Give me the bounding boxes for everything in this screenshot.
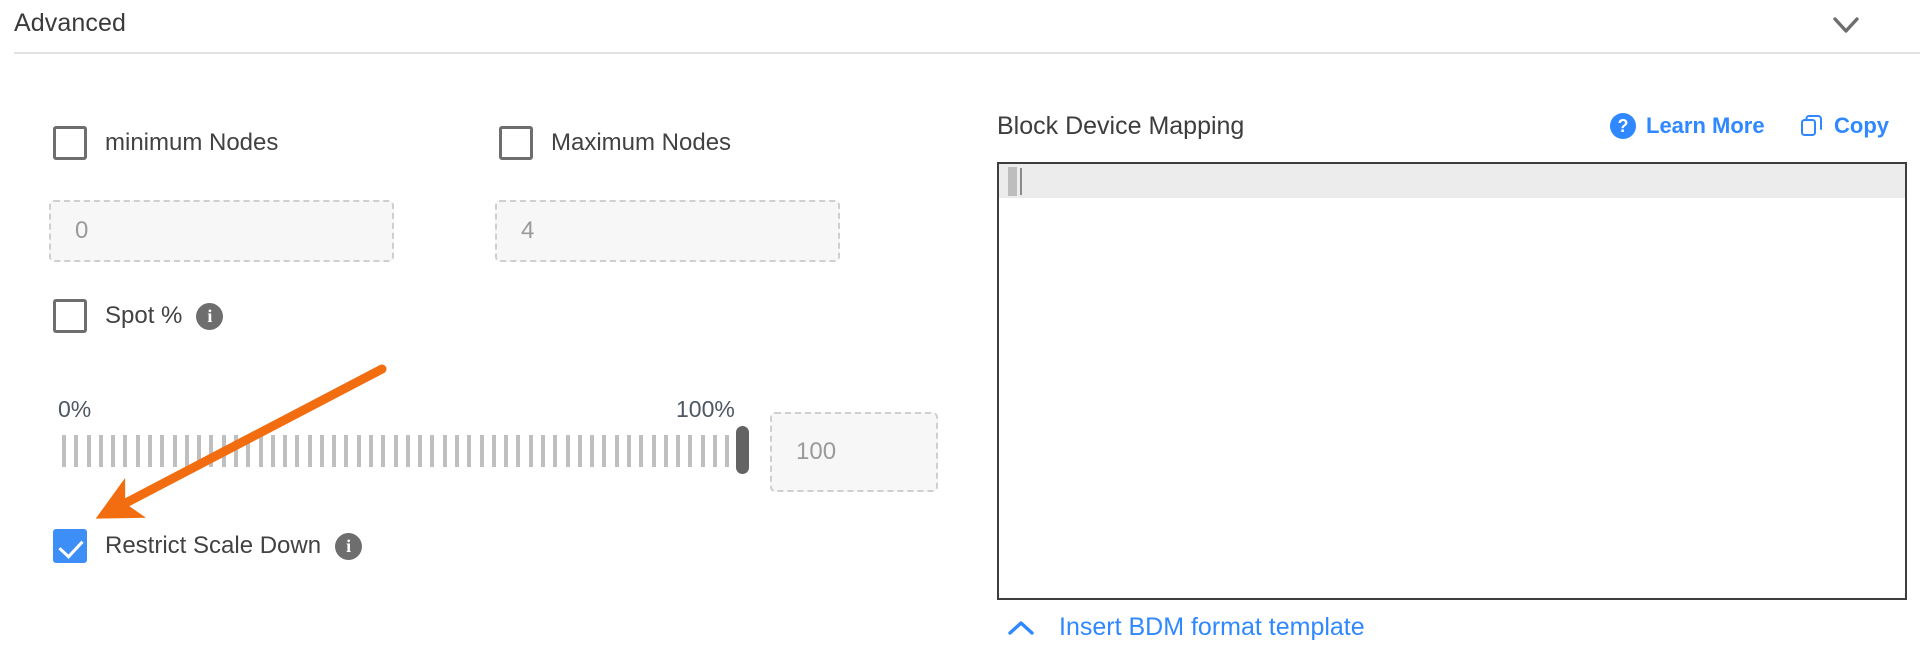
slider-tick bbox=[233, 435, 238, 467]
slider-tick bbox=[491, 435, 496, 467]
slider-tick bbox=[381, 435, 386, 467]
editor-caret bbox=[1020, 168, 1022, 195]
spot-percent-checkbox[interactable] bbox=[53, 299, 87, 333]
slider-tick bbox=[258, 435, 263, 467]
slider-tick bbox=[565, 435, 570, 467]
slider-tick bbox=[197, 435, 202, 467]
editor-active-line bbox=[999, 164, 1905, 198]
slider-tick bbox=[688, 435, 693, 467]
slider-tick bbox=[184, 435, 189, 467]
slider-tick bbox=[725, 435, 730, 467]
info-icon[interactable]: i bbox=[335, 532, 363, 560]
slider-tick bbox=[319, 435, 324, 467]
slider-tick bbox=[602, 435, 607, 467]
restrict-scale-down-row: Restrict Scale Down i bbox=[53, 529, 363, 563]
slider-tick bbox=[344, 435, 349, 467]
slider-tick bbox=[712, 435, 717, 467]
slider-tick bbox=[111, 435, 116, 467]
chevron-down-icon[interactable] bbox=[1828, 10, 1864, 40]
slider-tick bbox=[246, 435, 251, 467]
slider-tick bbox=[221, 435, 226, 467]
slider-max-label: 100% bbox=[676, 396, 735, 422]
slider-tick bbox=[270, 435, 275, 467]
slider-tick bbox=[393, 435, 398, 467]
slider-tick bbox=[369, 435, 374, 467]
header-divider bbox=[14, 52, 1920, 54]
learn-more-link[interactable]: ? Learn More bbox=[1610, 113, 1765, 139]
slider-tick bbox=[74, 435, 79, 467]
slider-tick bbox=[540, 435, 545, 467]
slider-tick bbox=[504, 435, 509, 467]
copy-button[interactable]: Copy bbox=[1800, 113, 1889, 139]
slider-tick bbox=[430, 435, 435, 467]
page-title: Advanced bbox=[14, 9, 126, 37]
slider-tick bbox=[135, 435, 140, 467]
minimum-nodes-input[interactable]: 0 bbox=[49, 200, 394, 262]
question-circle-icon: ? bbox=[1610, 113, 1636, 139]
slider-tick bbox=[332, 435, 337, 467]
slider-tick bbox=[123, 435, 128, 467]
slider-tick bbox=[676, 435, 681, 467]
slider-tick bbox=[98, 435, 103, 467]
slider-tick bbox=[590, 435, 595, 467]
minimum-nodes-row: minimum Nodes bbox=[53, 126, 278, 160]
slider-tick bbox=[528, 435, 533, 467]
slider-min-label: 0% bbox=[58, 396, 92, 422]
slider-tick bbox=[700, 435, 705, 467]
slider-tick bbox=[283, 435, 288, 467]
slider-tick bbox=[467, 435, 472, 467]
slider-tick bbox=[455, 435, 459, 467]
slider-thumb[interactable] bbox=[736, 426, 749, 474]
info-icon[interactable]: i bbox=[196, 302, 224, 330]
slider-tick bbox=[86, 435, 91, 467]
slider-tick bbox=[172, 435, 177, 467]
slider-tick bbox=[147, 435, 152, 467]
insert-bdm-template-link[interactable]: Insert BDM format template bbox=[1005, 613, 1365, 642]
block-device-mapping-title: Block Device Mapping bbox=[997, 112, 1245, 140]
slider-tick bbox=[639, 435, 644, 467]
restrict-scale-down-checkbox[interactable] bbox=[53, 529, 87, 563]
chevron-up-icon bbox=[1008, 620, 1034, 635]
maximum-nodes-row: Maximum Nodes bbox=[499, 126, 731, 160]
spot-percent-label: Spot % bbox=[105, 302, 183, 329]
slider-tick bbox=[418, 435, 423, 467]
slider-tick bbox=[160, 435, 165, 467]
slider-tick bbox=[62, 435, 66, 467]
section-header: Advanced bbox=[0, 0, 1920, 54]
editor-gutter-marker bbox=[1008, 167, 1017, 196]
slider-tick bbox=[663, 435, 668, 467]
maximum-nodes-checkbox[interactable] bbox=[499, 126, 533, 160]
slider-tick bbox=[295, 435, 300, 467]
learn-more-label: Learn More bbox=[1646, 113, 1765, 138]
slider-track[interactable] bbox=[62, 434, 742, 468]
slider-tick bbox=[442, 435, 447, 467]
copy-label: Copy bbox=[1834, 113, 1889, 138]
slider-tick bbox=[307, 435, 312, 467]
slider-tick bbox=[651, 435, 656, 467]
slider-tick bbox=[209, 435, 214, 467]
minimum-nodes-checkbox[interactable] bbox=[53, 126, 87, 160]
spot-percent-value-input[interactable]: 100 bbox=[770, 412, 938, 492]
spot-percent-row: Spot % i bbox=[53, 299, 224, 333]
slider-tick bbox=[614, 435, 619, 467]
slider-tick bbox=[405, 435, 410, 467]
slider-tick bbox=[553, 435, 558, 467]
maximum-nodes-label: Maximum Nodes bbox=[551, 129, 732, 156]
slider-tick bbox=[577, 435, 582, 467]
slider-tick bbox=[516, 435, 521, 467]
restrict-scale-down-label: Restrict Scale Down bbox=[105, 532, 322, 559]
slider-tick bbox=[479, 435, 484, 467]
block-device-mapping-editor[interactable] bbox=[997, 162, 1907, 600]
copy-icon bbox=[1801, 115, 1822, 136]
slider-tick bbox=[626, 435, 631, 467]
maximum-nodes-input[interactable]: 4 bbox=[495, 200, 840, 262]
slider-tick bbox=[356, 435, 361, 467]
minimum-nodes-label: minimum Nodes bbox=[105, 129, 279, 156]
insert-bdm-template-label: Insert BDM format template bbox=[1059, 613, 1365, 641]
